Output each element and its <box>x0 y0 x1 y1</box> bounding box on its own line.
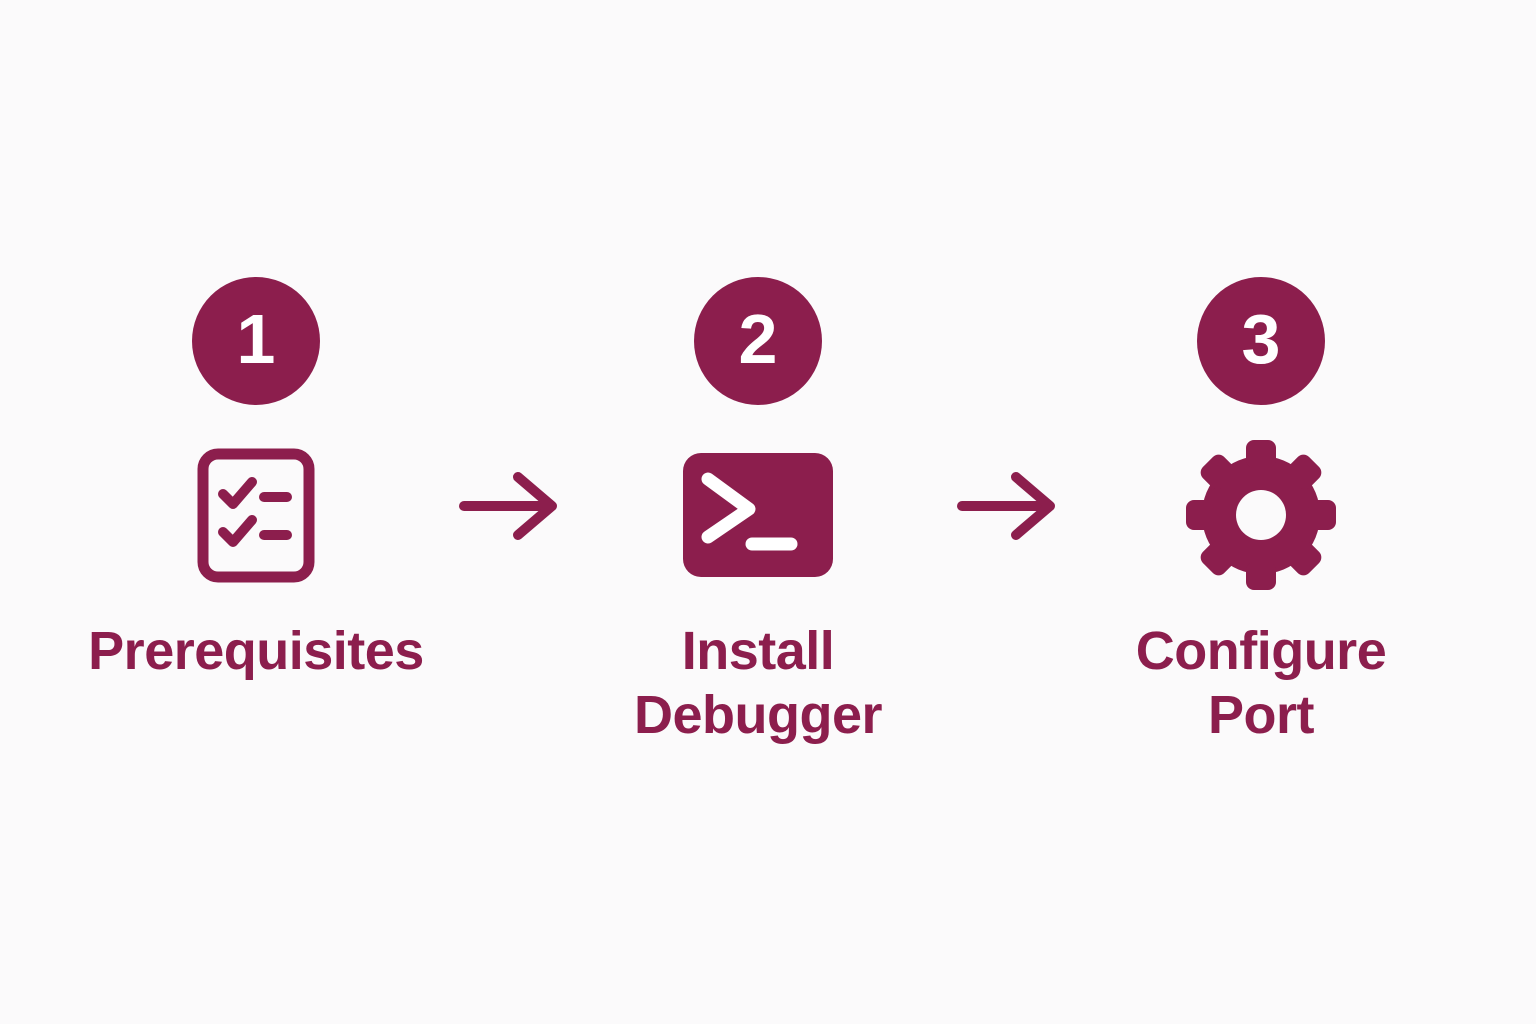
arrow-right-icon <box>957 472 1055 540</box>
arrow-right-icon <box>459 472 557 540</box>
step-icon-slot <box>1185 435 1337 595</box>
step-prerequisites: 1 Prerequisites <box>46 277 466 683</box>
step-configure-port: 3 <box>1051 277 1471 747</box>
step-label-line: Prerequisites <box>88 621 424 681</box>
step-label-line: Port <box>1207 685 1315 745</box>
step-number: 3 <box>1241 300 1281 378</box>
step-number-badge: 1 <box>192 277 320 405</box>
step-label: Prerequisites <box>88 619 424 683</box>
terminal-icon <box>683 453 833 577</box>
step-number-badge: 2 <box>694 277 822 405</box>
step-label: Configure Port <box>1135 619 1387 747</box>
step-number-badge: 3 <box>1197 277 1325 405</box>
step-number: 2 <box>738 300 778 378</box>
checklist-icon <box>197 448 315 582</box>
gear-icon <box>1186 440 1336 590</box>
step-label-line: Configure <box>1135 621 1387 681</box>
step-label-line: Install <box>681 621 835 681</box>
step-number: 1 <box>236 300 276 378</box>
step-icon-slot <box>683 435 833 595</box>
step-icon-slot <box>197 435 315 595</box>
step-label: Install Debugger <box>633 619 883 747</box>
step-install-debugger: 2 Install Debugger <box>548 277 968 747</box>
step-label-line: Debugger <box>633 685 883 745</box>
